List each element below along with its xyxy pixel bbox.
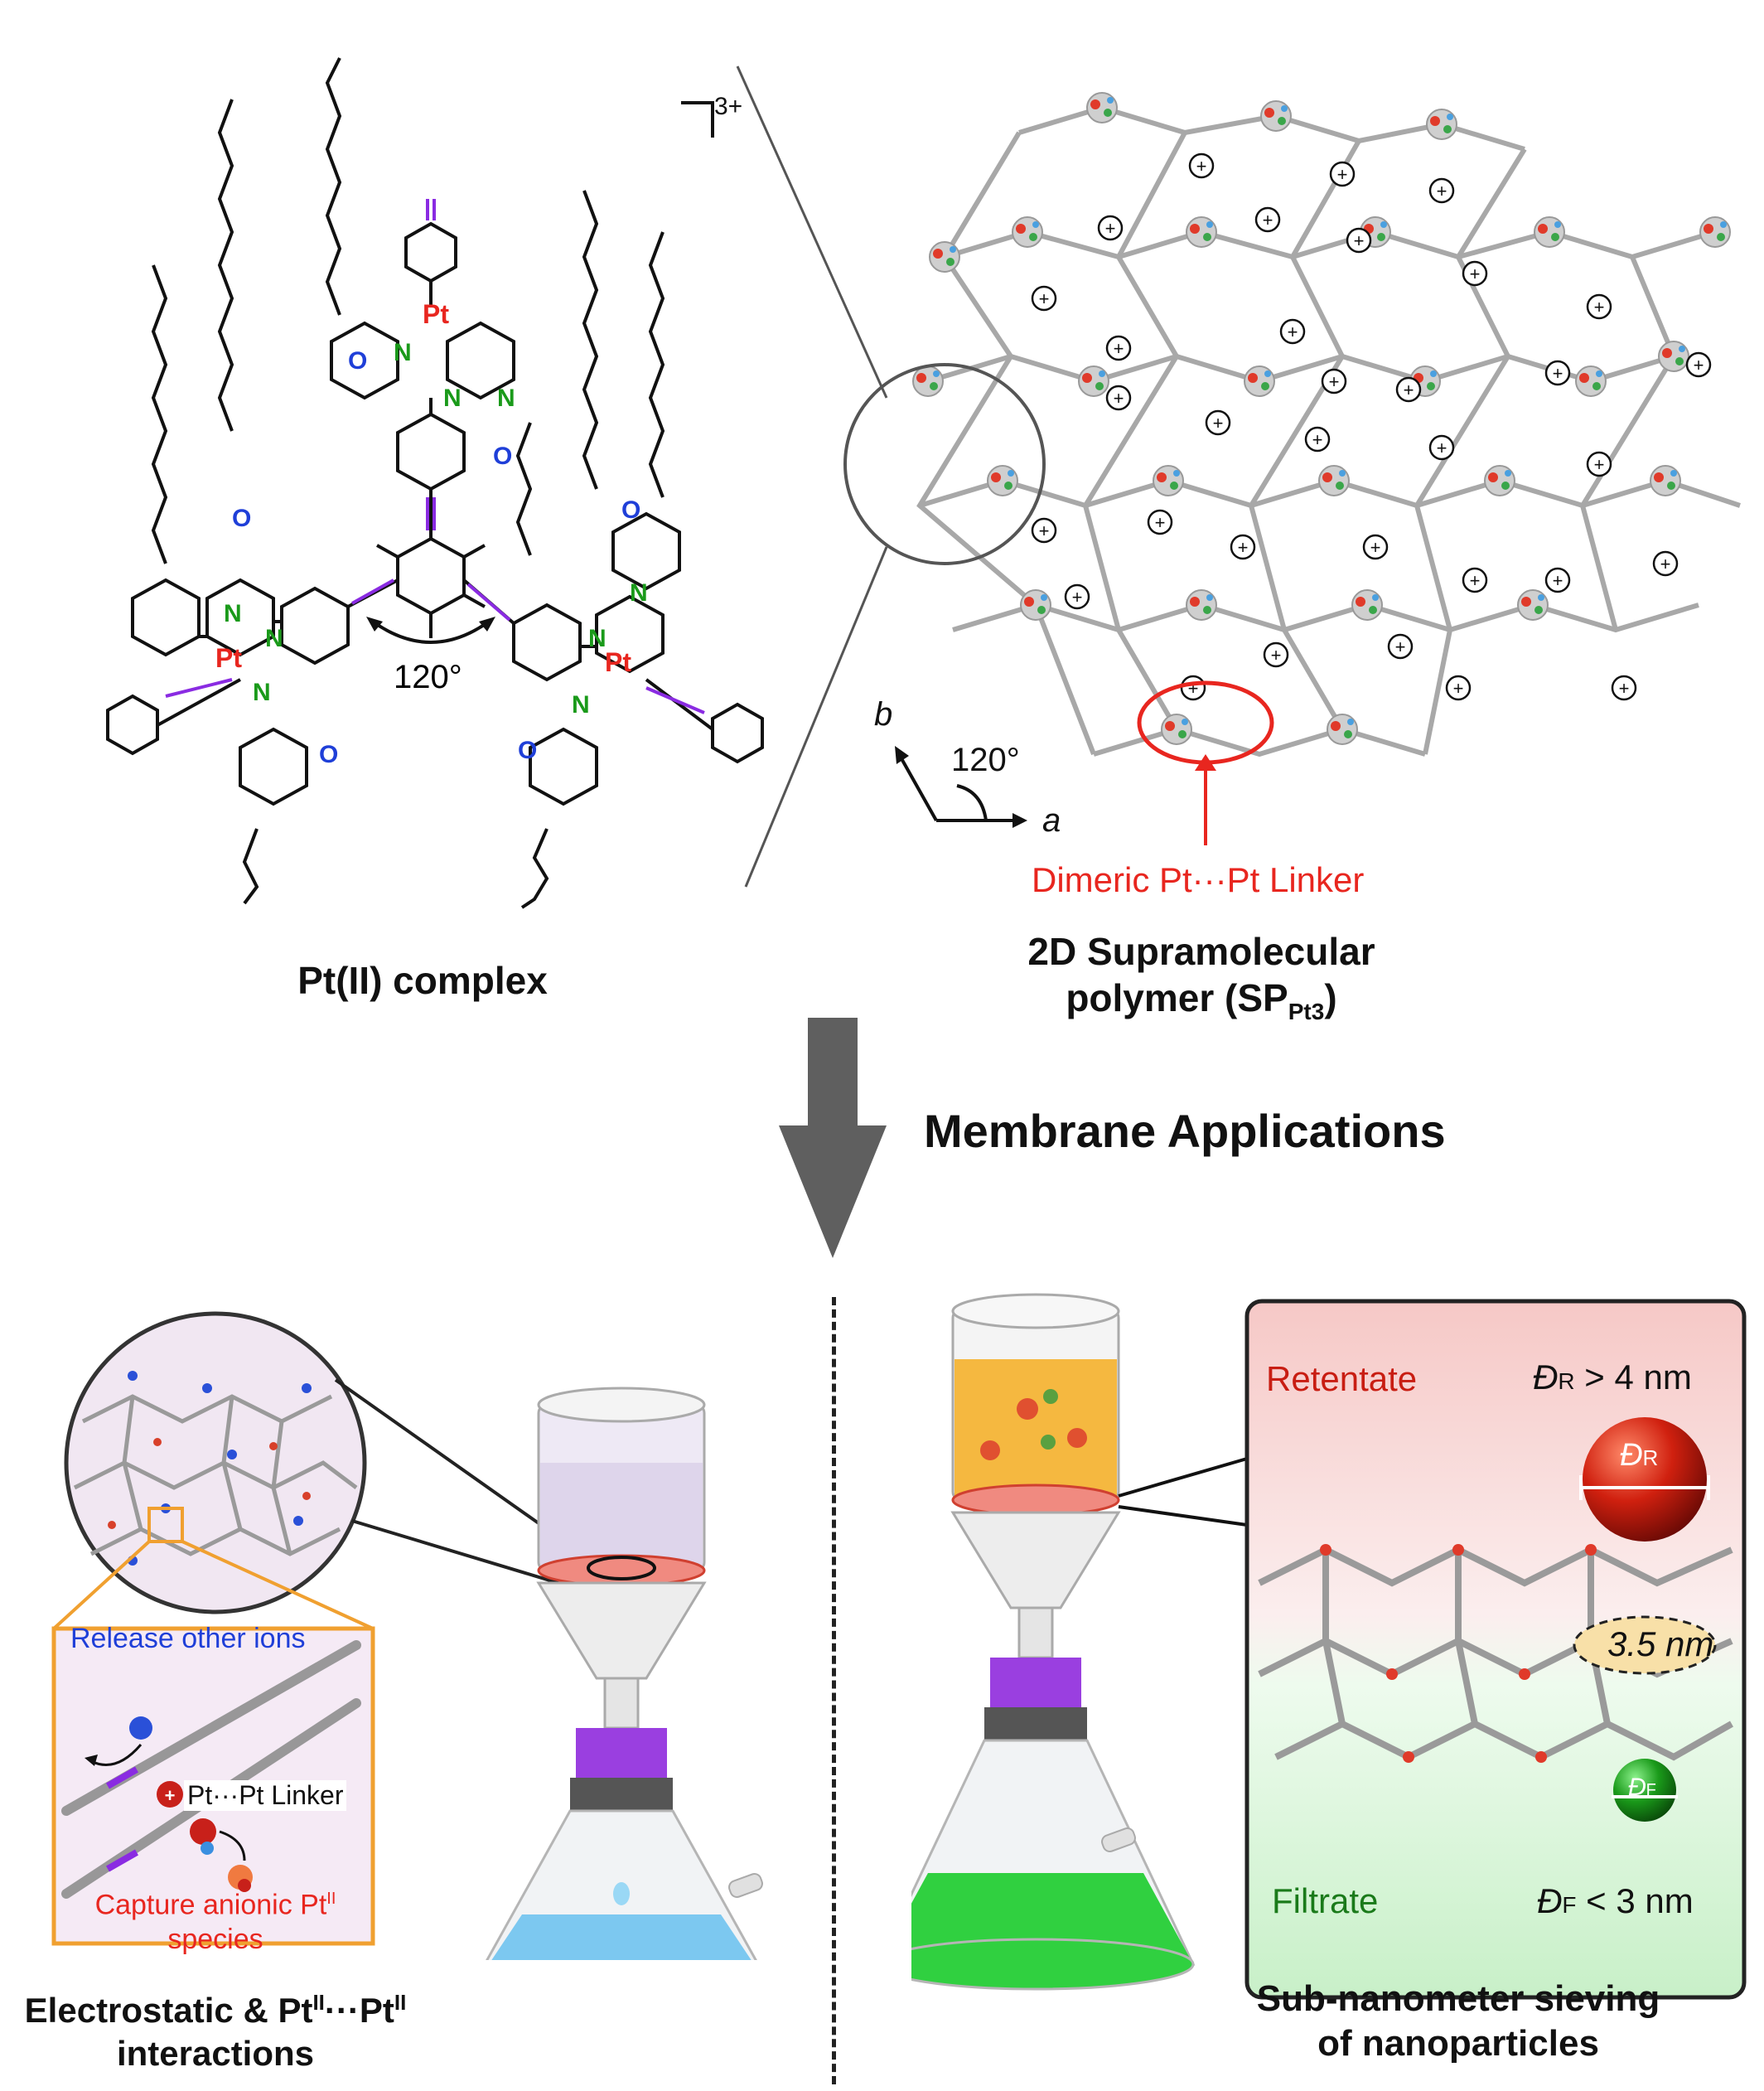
- svg-text:+: +: [1238, 537, 1249, 558]
- zoom-divider-lines: [736, 65, 888, 888]
- magnify-circle: [843, 363, 1046, 565]
- svg-text:+: +: [1594, 297, 1605, 317]
- svg-text:+: +: [1470, 264, 1481, 284]
- release-ions-label: Release other ions: [70, 1623, 306, 1654]
- pore-size-label: 3.5 nm: [1607, 1624, 1714, 1663]
- svg-text:+: +: [1155, 512, 1166, 533]
- svg-text:+: +: [1105, 218, 1116, 239]
- supramolecular-network: + + + + + + + + + + + + + + + + + + + + + + + + + + +…: [843, 92, 1741, 845]
- svg-text:+: +: [1196, 156, 1207, 177]
- electrostatic-caption: Electrostatic & PtII···PtII interactions: [24, 1990, 407, 2073]
- svg-text:+: +: [1453, 678, 1464, 699]
- pt-complex-caption: Pt(II) complex: [297, 959, 548, 1002]
- flask-left: [486, 1387, 763, 1960]
- o-atom: O: [232, 505, 251, 532]
- o-atom: O: [493, 443, 512, 470]
- sieving-caption: Sub-nanometer sieving of nanoparticles: [1256, 1978, 1660, 2064]
- n-atom: N: [630, 579, 648, 607]
- svg-text:+: +: [1395, 636, 1406, 657]
- o-atom: O: [319, 741, 338, 768]
- svg-text:+: +: [1437, 181, 1447, 201]
- pt-atom-left: Pt: [215, 643, 242, 673]
- pt-atom-right: Pt: [605, 647, 631, 677]
- plus-glyphs: + + + + + + + + + + + + + + + + + + + + + + + + + + +…: [1039, 156, 1704, 699]
- dr-condition: ĐR > 4 nm: [1533, 1358, 1692, 1396]
- svg-text:+: +: [1263, 210, 1273, 230]
- svg-text:+: +: [1337, 164, 1348, 185]
- sp-caption-line1: 2D Supramolecular: [1027, 930, 1375, 973]
- svg-text:+: +: [1694, 355, 1704, 375]
- n-atom: N: [497, 385, 515, 412]
- angle-label: 120°: [394, 659, 462, 695]
- svg-text:+: +: [1404, 380, 1414, 400]
- membrane-applications-title: Membrane Applications: [924, 1105, 1446, 1157]
- svg-text:+: +: [1329, 371, 1340, 392]
- linker-highlight-ellipse: [1137, 680, 1274, 765]
- df-ball-label: ĐF: [1628, 1774, 1656, 1801]
- svg-text:+: +: [1312, 429, 1323, 450]
- positive-charges: [1031, 152, 1712, 701]
- n-atom: N: [394, 339, 412, 366]
- o-atom: O: [348, 347, 367, 375]
- charge-label: 3+: [714, 93, 743, 120]
- svg-text:+: +: [1437, 438, 1447, 458]
- angle-arc-arrow: [371, 620, 491, 644]
- axis-angle-label: 120°: [951, 742, 1020, 778]
- svg-text:+: +: [1354, 230, 1365, 251]
- svg-text:+: +: [1594, 454, 1605, 475]
- svg-text:+: +: [1370, 537, 1381, 558]
- sp-polymer-caption: 2D Supramolecular polymer (SPPt3): [961, 928, 1442, 1035]
- charge-bracket: [681, 101, 714, 138]
- df-condition: ĐF < 3 nm: [1537, 1881, 1694, 1920]
- capture-label: Capture anionic PtII species: [94, 1889, 336, 1956]
- dr-ball-label: ĐR: [1620, 1438, 1659, 1473]
- svg-text:+: +: [1114, 338, 1124, 359]
- svg-text:+: +: [1072, 587, 1083, 607]
- svg-text:+: +: [1213, 413, 1224, 433]
- n-atom: N: [265, 625, 283, 652]
- central-benzene-ring: [396, 536, 466, 616]
- svg-text:+: +: [1619, 678, 1630, 699]
- pt-complex-structure: Pt Pt Pt N N N N N N N N N O O O O O O 1…: [106, 57, 764, 909]
- svg-text:+: +: [1553, 570, 1563, 591]
- dimeric-linker-label: Dimeric Pt···Pt Linker: [1032, 860, 1365, 899]
- n-atom: N: [572, 691, 590, 719]
- svg-text:+: +: [1188, 678, 1199, 699]
- n-atom: N: [253, 679, 271, 706]
- network-nodes: [912, 92, 1731, 745]
- axis-a-label: a: [1042, 802, 1061, 839]
- svg-text:+: +: [1114, 388, 1124, 409]
- svg-text:+: +: [1039, 520, 1050, 541]
- sp-caption-line2: polymer (SPPt3): [1066, 976, 1337, 1025]
- section-divider: [832, 1297, 836, 2084]
- n-atom: N: [443, 385, 462, 412]
- svg-text:+: +: [1470, 570, 1481, 591]
- retentate-label: Retentate: [1266, 1359, 1418, 1398]
- svg-text:+: +: [1553, 363, 1563, 384]
- lattice-axes: [897, 753, 1019, 822]
- sieving-illustration: [911, 1293, 1747, 2000]
- n-atom: N: [588, 625, 607, 652]
- linker-label-small: Pt···Pt Linker: [184, 1780, 347, 1811]
- svg-text:+: +: [1271, 645, 1282, 666]
- axis-b-label: b: [874, 696, 893, 733]
- svg-text:+: +: [1660, 554, 1671, 574]
- filtrate-label: Filtrate: [1272, 1881, 1379, 1920]
- n-atom: N: [224, 600, 242, 627]
- o-atom: O: [518, 737, 537, 764]
- svg-text:+: +: [165, 1785, 176, 1806]
- flask-right: [911, 1293, 1196, 1991]
- svg-text:+: +: [1039, 288, 1050, 309]
- o-atom: O: [621, 496, 640, 524]
- svg-text:+: +: [1288, 322, 1298, 342]
- pt-atom-top: Pt: [423, 299, 449, 329]
- down-arrow: [779, 1018, 887, 1258]
